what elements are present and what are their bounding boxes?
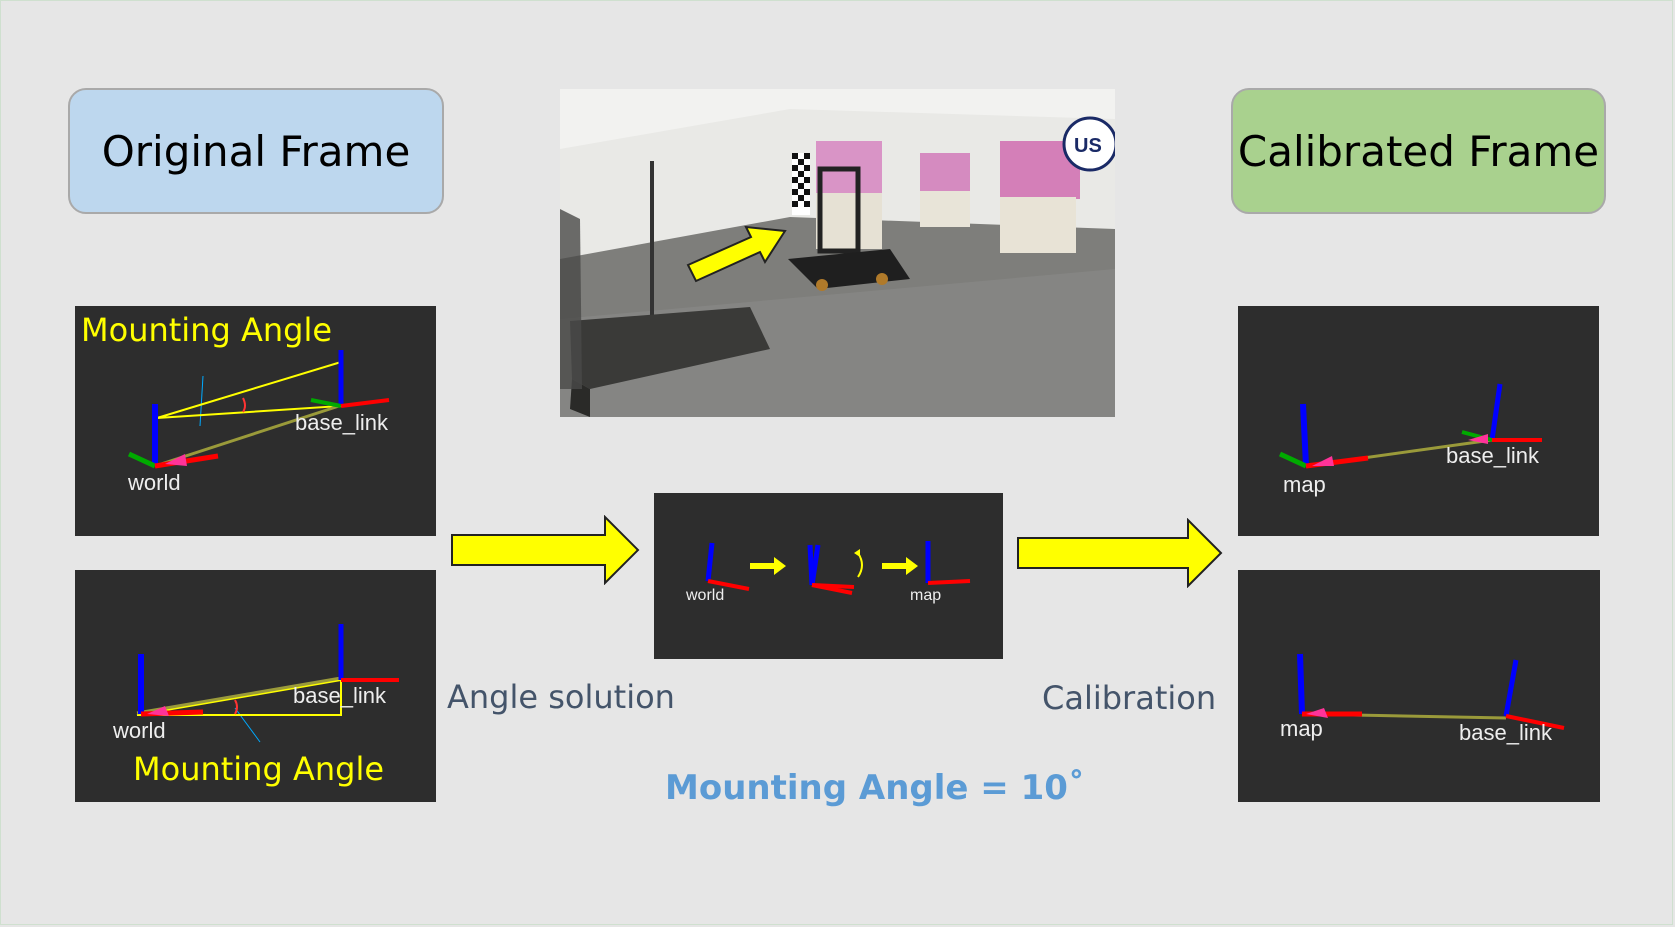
small-arrow-icon: [882, 557, 918, 575]
intermediate-axes: [807, 544, 855, 595]
arrow-right-icon: [1017, 518, 1223, 588]
original-frame-top-graphic: Mounting Angle base_link world: [81, 311, 390, 495]
map-label-cal-bottom: map: [1280, 716, 1323, 741]
angle-solution-caption: Angle solution: [447, 678, 675, 716]
original-frame-bottom-graphic: base_link world Mounting Angle: [112, 624, 399, 788]
base-link-axes: [1503, 659, 1565, 730]
original-frame-panel-bottom: base_link world Mounting Angle: [75, 570, 436, 802]
map-axes: [1297, 653, 1362, 718]
robot-lab-photo: US: [560, 89, 1115, 417]
world-axes: [705, 542, 750, 591]
mounting-angle-triangle: [136, 678, 342, 716]
calibrated-frame-panel-top: base_link map: [1238, 306, 1599, 536]
calibrated-frame-title-text: Calibrated Frame: [1237, 126, 1600, 176]
arrow-to-solution: [450, 515, 642, 585]
world-axes: [138, 654, 204, 717]
angle-solution-graphic: world map: [685, 541, 971, 604]
map-axes: [925, 541, 971, 585]
angle-leader-line: [199, 375, 204, 427]
map-label-cal-top: map: [1283, 472, 1326, 497]
arrow-to-calibrated: [1016, 518, 1224, 588]
base-link-label-cal-bottom: base_link: [1459, 720, 1553, 745]
original-frame-title: Original Frame: [68, 88, 444, 214]
angle-arc: [234, 699, 238, 715]
angle-leader-line: [234, 707, 261, 743]
angle-arc: [242, 397, 246, 413]
world-axes: [127, 404, 219, 469]
world-label-solution: world: [685, 587, 724, 604]
mounting-angle-heading-bottom: Mounting Angle: [133, 750, 384, 788]
small-arrow-icon: [750, 557, 786, 575]
base-link-label-bottom: base_link: [293, 683, 387, 708]
base-link-label-cal-top: base_link: [1446, 443, 1540, 468]
robot-lab-photo-graphic: US: [560, 89, 1115, 417]
calibrated-frame-title: Calibrated Frame: [1231, 88, 1606, 214]
arrow-right-icon: [451, 515, 640, 585]
world-label-bottom: world: [112, 718, 166, 743]
mounting-angle-formula: Mounting Angle = 10˚: [665, 768, 1085, 808]
calibration-caption: Calibration: [1042, 679, 1217, 717]
world-to-base-link-line: [136, 676, 342, 715]
mounting-angle-heading-top: Mounting Angle: [81, 311, 332, 349]
world-label-top: world: [127, 470, 181, 495]
base-link-label-top: base_link: [295, 410, 389, 435]
calibrated-frame-top-graphic: base_link map: [1278, 383, 1542, 497]
calibrated-frame-panel-bottom: map base_link: [1238, 570, 1600, 802]
map-axes: [1278, 403, 1369, 469]
angle-solution-panel: world map: [654, 493, 1003, 659]
sign-text: US: [1074, 135, 1102, 157]
original-frame-panel-top: Mounting Angle base_link world: [75, 306, 436, 536]
base-link-axes: [310, 350, 390, 408]
base-link-axes: [1461, 383, 1542, 444]
base-link-axes: [338, 624, 399, 682]
calibrated-frame-bottom-graphic: map base_link: [1280, 653, 1565, 745]
world-to-base-link-line: [154, 404, 340, 468]
original-frame-title-text: Original Frame: [101, 126, 411, 176]
map-label-solution: map: [910, 587, 941, 604]
